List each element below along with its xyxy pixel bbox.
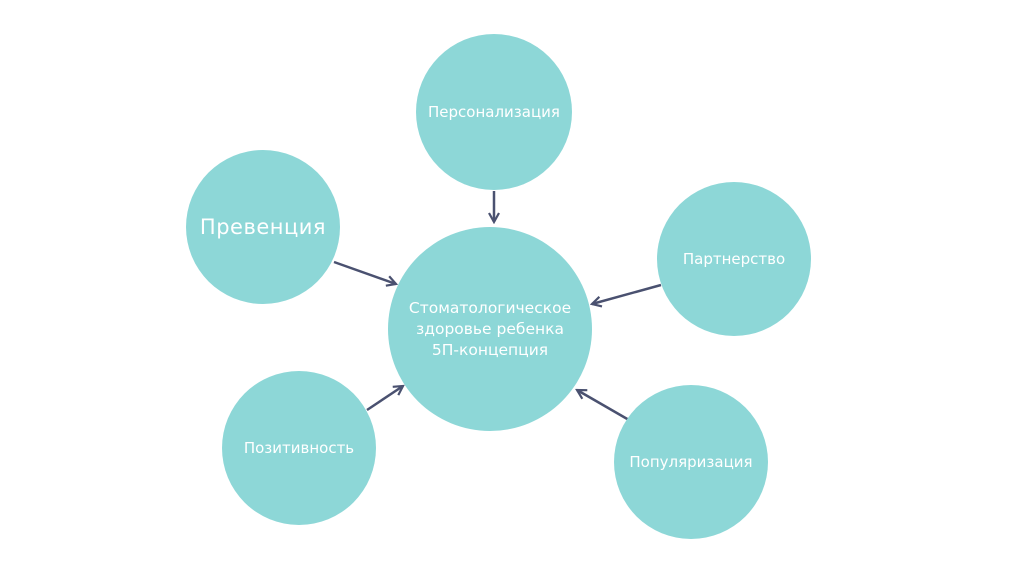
node-prevention: Превенция [186,150,340,304]
node-popularization: Популяризация [614,385,768,539]
node-partnership: Партнерство [657,182,811,336]
node-label: Персонализация [428,103,560,121]
arrow-popularization-to-center [577,390,630,422]
node-label: Позитивность [243,439,355,457]
node-positivity: Позитивность [222,371,376,525]
arrow-prevention-to-center [333,260,396,284]
center-label-line-1: Стоматологическое [408,298,572,317]
node-label: Популяризация [629,453,753,471]
node-label: Превенция [199,215,327,239]
center-label-line-3: 5П-концепция [431,340,549,359]
arrow-partnership-to-center [592,283,662,304]
node-center: Стоматологическое здоровье ребенка 5П-ко… [388,227,592,431]
arrow-positivity-to-center [366,386,403,412]
center-label-line-2: здоровье ребенка [416,319,564,338]
node-personalization: Персонализация [416,34,572,190]
node-label: Партнерство [682,250,786,268]
